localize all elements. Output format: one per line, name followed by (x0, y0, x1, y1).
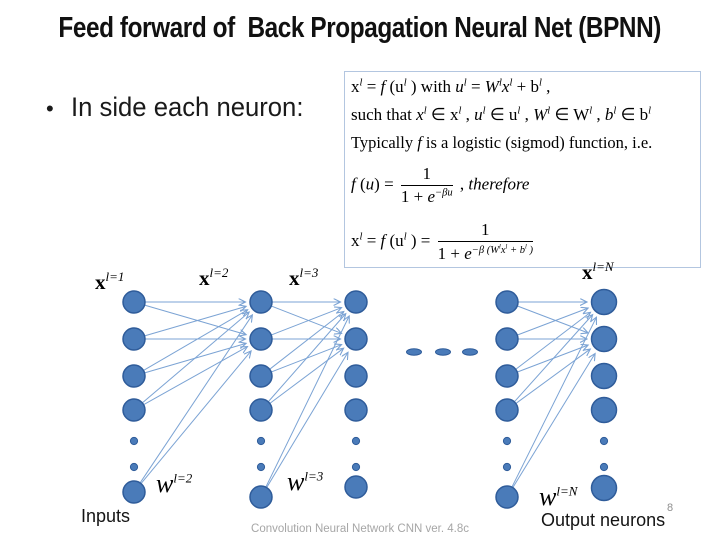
connection-arrow (517, 308, 588, 336)
neuron-node (495, 327, 519, 351)
slide-title: Feed forward of Back Propagation Neural … (58, 12, 662, 44)
ellipsis-dot (502, 462, 512, 472)
connection-arrow (515, 313, 590, 370)
neuron-node (344, 327, 368, 351)
connection-arrow (515, 349, 590, 404)
neuron-node (122, 480, 146, 504)
ellipsis-dot (599, 436, 609, 446)
continuation-dash (406, 348, 422, 356)
ellipsis-dot (599, 462, 609, 472)
neuron-node (590, 474, 618, 502)
connection-arrow (139, 315, 252, 483)
ellipsis-dot (351, 462, 361, 472)
neuron-node (122, 327, 146, 351)
weight-label-base: w (539, 482, 557, 511)
connection-arrow (143, 310, 247, 371)
layer-label-l1: xl=1 (95, 270, 124, 293)
neuron-node (122, 364, 146, 388)
weight-label-sup: l=N (556, 483, 578, 499)
connection-arrow (269, 349, 343, 404)
bullet-marker: • (46, 96, 54, 121)
footer-text: Convolution Neural Network CNN ver. 4.8c (251, 523, 469, 535)
layer-label-sup: l=1 (105, 269, 125, 284)
neuron-node (344, 475, 368, 499)
ellipsis-dot (351, 436, 361, 446)
connection-arrow (144, 306, 246, 337)
weight-label-sup: l=2 (173, 470, 193, 486)
layer-label-sup: l=2 (209, 265, 229, 280)
neuron-node (495, 398, 519, 422)
connection-arrow (511, 318, 596, 487)
connection-arrow (271, 305, 341, 333)
neuron-node (344, 398, 368, 422)
layer-label-sup: l=3 (299, 265, 319, 280)
neuron-node (495, 485, 519, 509)
neuron-node (590, 288, 618, 316)
neuron-node (249, 398, 273, 422)
neuron-node (122, 290, 146, 314)
connection-arrow (143, 347, 247, 405)
formula-line-3: Typically f is a logistic (sigmod) funct… (351, 133, 653, 152)
neuron-node (590, 396, 618, 424)
neuron-node (249, 290, 273, 314)
neuron-node (249, 485, 273, 509)
formula-line-1: xl = f (ul ) with ul = Wlxl + bl , (351, 77, 551, 96)
connection-arrow (140, 351, 250, 484)
layer-label-sup: l=N (592, 259, 614, 274)
continuation-dash (435, 348, 451, 356)
ellipsis-dot (256, 462, 266, 472)
weight-label-base: w (156, 469, 174, 498)
inputs-caption: Inputs (81, 506, 131, 526)
ellipsis-dot (129, 462, 139, 472)
layer-label-lN: xl=N (582, 260, 614, 283)
ellipsis-dot (129, 436, 139, 446)
neuron-node (249, 364, 273, 388)
layer-label-base: x (199, 266, 210, 290)
footer-area: Convolution Neural Network CNN ver. 4.8c (0, 519, 720, 537)
neuron-node (122, 398, 146, 422)
neuron-node (344, 364, 368, 388)
neuron-node (249, 327, 273, 351)
bullet-text: In side each neuron: (70, 92, 304, 122)
page-number: 8 (667, 502, 674, 514)
connection-arrow (512, 354, 595, 488)
connection-arrow (517, 305, 588, 333)
layer-label-base: x (95, 270, 106, 294)
connection-arrow (514, 315, 593, 402)
formula-box: xl = f (ul ) with ul = Wlxl + bl , such … (344, 71, 701, 268)
layer-label-l2: xl=2 (199, 266, 228, 289)
layer-label-base: x (582, 260, 593, 284)
connection-arrow (271, 308, 341, 336)
ellipsis-dot (502, 436, 512, 446)
weight-label-l2: wl=2 (156, 471, 192, 497)
formula-line-2: such that xl ∈ xl , ul ∈ ul , Wl ∈ Wl , … (351, 105, 652, 124)
weight-label-sup: l=3 (304, 468, 324, 484)
neuron-node (590, 362, 618, 390)
neuron-node (495, 364, 519, 388)
layer-label-base: x (289, 266, 300, 290)
layer-label-l3: xl=3 (289, 266, 318, 289)
connection-arrow (268, 314, 346, 402)
bullet-item: • In side each neuron: (46, 92, 315, 123)
neuron-node (590, 325, 618, 353)
weight-label-base: w (287, 467, 305, 496)
weight-label-l3: wl=3 (287, 469, 323, 495)
connection-arrow (266, 353, 348, 488)
neuron-node (495, 290, 519, 314)
title-area: Feed forward of Back Propagation Neural … (0, 12, 720, 45)
connection-arrow (269, 312, 343, 370)
weight-label-lN: wl=N (539, 484, 577, 510)
neuron-node (344, 290, 368, 314)
continuation-dash (462, 348, 478, 356)
connection-arrow (265, 316, 349, 487)
connection-arrow (142, 312, 249, 403)
output-neurons-caption: Output neurons (541, 510, 666, 530)
ellipsis-dot (256, 436, 266, 446)
